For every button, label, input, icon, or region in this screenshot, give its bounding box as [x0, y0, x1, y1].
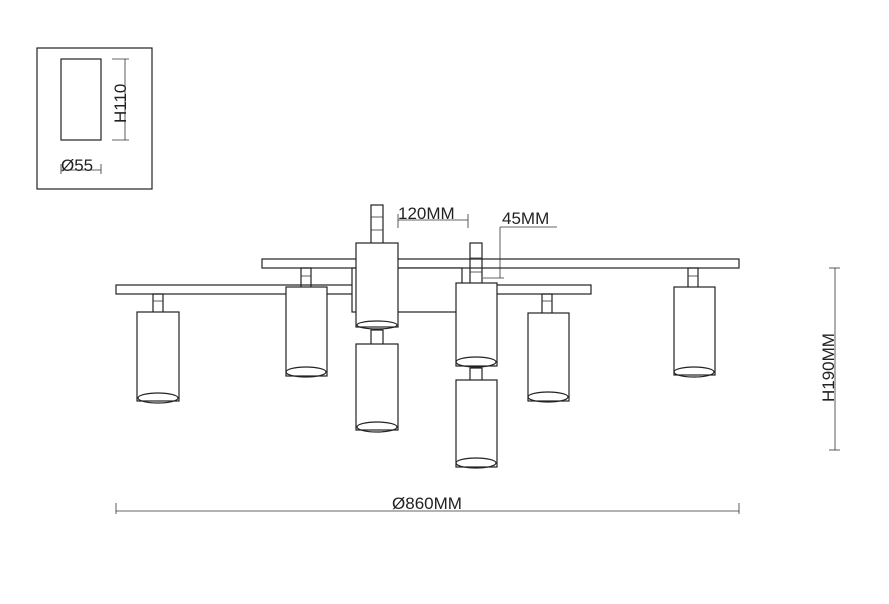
far-right-shade: [673, 286, 716, 376]
center-right-spotlight: [455, 242, 498, 368]
shade-detail-inset: H110 Ø55: [36, 47, 153, 190]
center-top-spotlight: [355, 204, 399, 330]
depth-label: 45MM: [502, 209, 549, 228]
center-left-lower-shade: [355, 343, 399, 431]
far-left-shade: [136, 311, 180, 402]
right-inner-spotlight: [527, 293, 570, 403]
center-top-stem: [370, 204, 384, 246]
center-top-shade: [355, 242, 399, 328]
spacing-dimension: 120MM: [397, 204, 469, 228]
height-dimension: H190MM: [819, 267, 840, 451]
far-left-spotlight: [136, 293, 180, 404]
ceiling-bars: [115, 258, 740, 313]
depth-dimension: 45MM: [483, 209, 557, 279]
center-left-lower-spotlight: [355, 329, 399, 433]
left-inner-spotlight: [285, 267, 328, 378]
left-inner-shade: [285, 286, 328, 377]
spacing-label: 120MM: [398, 204, 455, 223]
inset-diameter-label: Ø55: [61, 156, 93, 175]
diameter-label: Ø860MM: [392, 494, 462, 513]
center-right-shade: [455, 282, 498, 367]
inset-height-label: H110: [111, 84, 130, 123]
inset-frame: [36, 47, 153, 190]
diameter-dimension: Ø860MM: [115, 494, 740, 514]
upper-mounting-bar: [261, 258, 740, 269]
right-inner-shade: [527, 312, 570, 402]
inset-shade-outline: [60, 58, 102, 141]
far-right-spotlight: [673, 267, 716, 378]
center-right-lower-spotlight: [455, 367, 498, 469]
center-right-lower-shade: [455, 379, 498, 468]
height-label: H190MM: [819, 333, 838, 402]
